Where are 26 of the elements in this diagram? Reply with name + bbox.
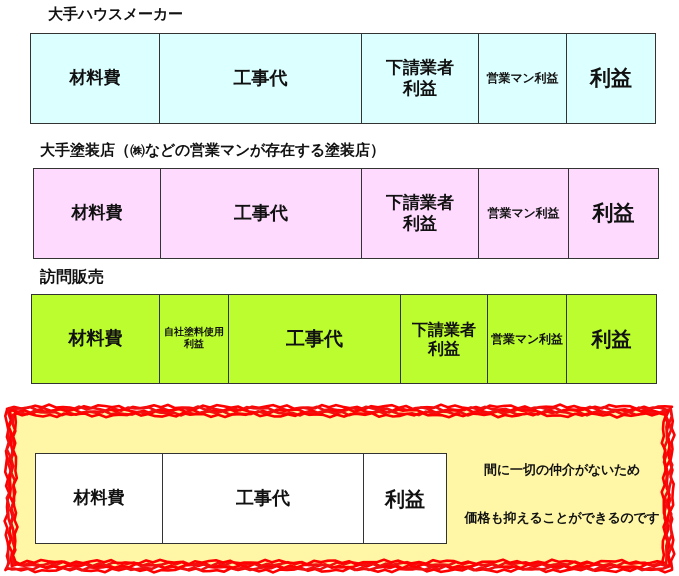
cost-cell: 利益 [569,169,658,258]
cost-cell: 営業マン利益 [479,169,569,258]
cost-cell: 材料費 [32,295,160,383]
cost-cell: 工事代 [161,169,362,258]
cost-cell: 工事代 [229,295,401,383]
note-text: 間に一切の仲介がないため [483,462,641,480]
cost-cell: 材料費 [31,34,160,123]
cost-cell: 下請業者利益 [362,34,479,123]
note-text: 価格も抑えることができるのです [463,510,660,528]
cost-cell: 利益 [567,34,655,123]
cost-cell: 営業マン利益 [479,34,567,123]
section-heading: 大手ハウスメーカー [48,4,183,24]
cost-cell: 下請業者利益 [401,295,488,383]
section-heading: 大手塗装店（㈱などの営業マンが存在する塗装店） [40,140,385,160]
cost-cell: 工事代 [160,34,362,123]
cost-cell: 利益 [567,295,656,383]
cost-cell: 自社塗料使用利益 [160,295,229,383]
cost-cell: 利益 [364,454,446,543]
cost-cell: 工事代 [163,454,364,543]
cost-bar [35,453,447,544]
highlight-panel [3,403,676,574]
cost-cell: 営業マン利益 [488,295,567,383]
cost-cell: 材料費 [34,169,161,258]
cost-cell: 材料費 [36,454,163,543]
cost-cell: 下請業者利益 [362,169,479,258]
section-heading: 訪問販売 [40,267,104,287]
